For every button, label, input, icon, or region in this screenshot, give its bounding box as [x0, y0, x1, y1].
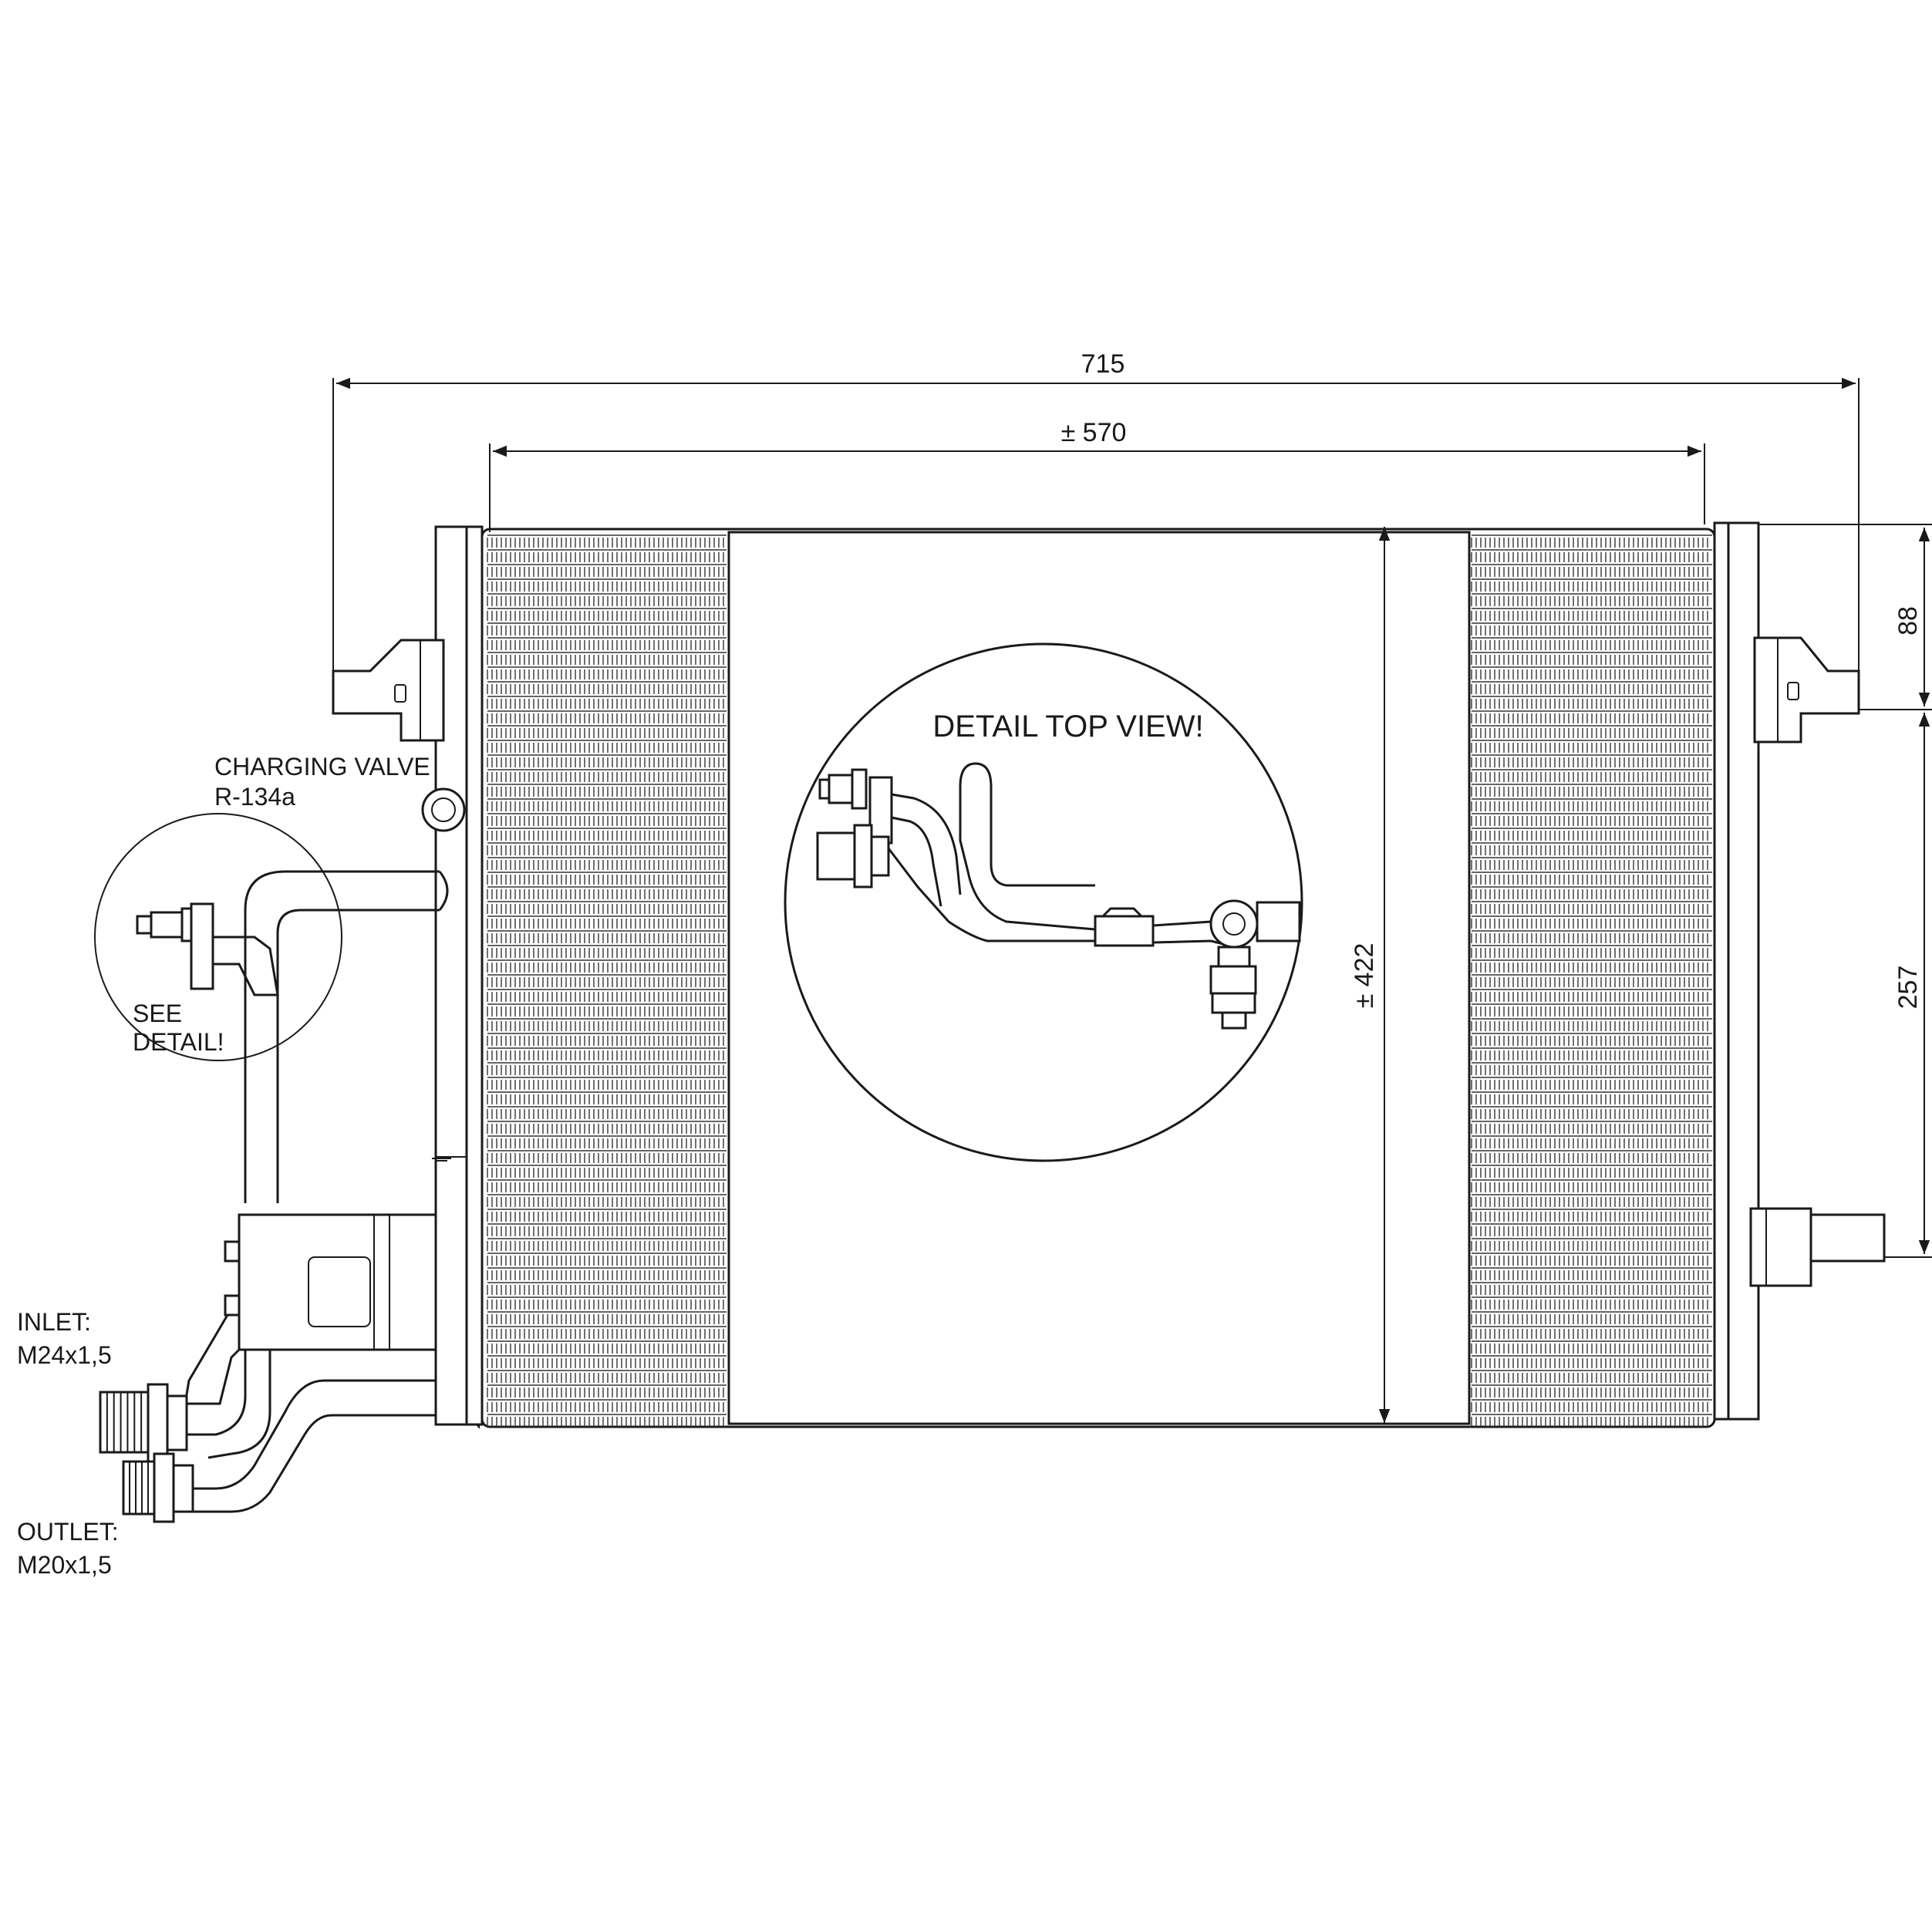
cooling-fins-left: [475, 534, 727, 1429]
dimension-overall-width-label: 715: [1081, 349, 1125, 379]
charging-valve-refrigerant: R-134a: [214, 783, 295, 811]
dimension-core-width: ± 570: [489, 418, 1705, 532]
cooling-fins-right: [1471, 534, 1712, 1427]
detail-top-view-callout: DETAIL TOP VIEW!: [784, 642, 1303, 1162]
right-side-fitting: [1749, 1207, 1886, 1287]
receiver-drier-block: [224, 1213, 437, 1351]
left-mounting-bracket: [332, 639, 445, 742]
inlet-label: INLET:: [17, 1308, 91, 1336]
inlet-connector: [99, 1383, 188, 1463]
right-mounting-bracket: [1753, 636, 1860, 743]
dimension-overall-width: 715: [332, 349, 1860, 679]
outlet-thread-spec: M20x1,5: [17, 1551, 112, 1579]
dimension-bracket-outlet-label: 257: [1893, 966, 1923, 1010]
inlet-thread-spec: M24x1,5: [17, 1341, 112, 1369]
dimension-core-width-label: ± 570: [1061, 418, 1127, 447]
dimension-top-bracket-label: 88: [1893, 606, 1923, 636]
charging-valve: [421, 787, 466, 832]
dimension-core-height-label: ± 422: [1350, 943, 1379, 1009]
see-detail-label-line2: DETAIL!: [133, 1028, 224, 1056]
detail-top-view-label: DETAIL TOP VIEW!: [932, 710, 1203, 743]
outlet-label: OUTLET:: [17, 1518, 119, 1546]
see-detail-callout: [94, 813, 342, 1061]
inlet-outlet-pipes: [177, 1314, 436, 1513]
upper-pipe: [244, 870, 449, 1203]
dimension-core-height: ± 422: [1350, 527, 1391, 1423]
right-header-tank: [1713, 521, 1760, 1421]
outlet-connector: [122, 1452, 194, 1523]
charging-valve-label: CHARGING VALVE: [214, 753, 430, 781]
see-detail-label-line1: SEE: [133, 1000, 182, 1027]
dimension-vertical-right: 88 257: [1758, 524, 1932, 1258]
